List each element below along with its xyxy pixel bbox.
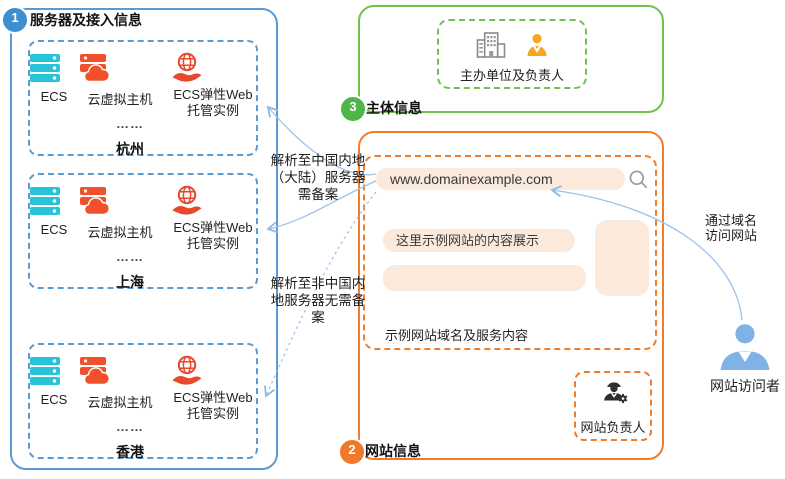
step-badge-3: 3: [339, 95, 367, 123]
ecs-server-icon: [30, 54, 78, 82]
content-empty-row: [383, 265, 586, 291]
item-label: 云虚拟主机: [87, 395, 153, 410]
step-badge-2: 2: [338, 438, 366, 466]
ellipsis-more: ……: [116, 419, 144, 434]
subject-box: 主办单位及负责人: [437, 19, 587, 89]
web-hosting-icon: [170, 52, 256, 84]
server-group-hongkong: ECS 云虚拟主机 ECS弹性Web托管实例 …… 香港: [28, 343, 258, 460]
note-resolve-overseas: 解析至非中国内地服务器无需备案: [270, 276, 366, 325]
step-badge-1: 1: [1, 6, 29, 34]
cloud-host-icon: [78, 357, 162, 385]
note-visit-by-domain: 通过域名访问网站: [704, 213, 757, 243]
browser-mockup: www.domainexample.com 这里示例网站的内容展示 示例网站域名…: [363, 155, 657, 350]
item-label: ECS弹性Web托管实例: [173, 390, 253, 421]
web-hosting-icon: [170, 355, 256, 387]
region-label: 上海: [116, 274, 144, 290]
region-label: 香港: [116, 444, 144, 460]
server-panel-title: 服务器及接入信息: [30, 12, 142, 28]
organizer-person-icon: [526, 33, 548, 57]
content-side-block: [595, 220, 649, 296]
search-icon: [629, 170, 648, 189]
browser-caption: 示例网站域名及服务内容: [385, 328, 529, 343]
item-label: ECS: [40, 89, 68, 104]
website-panel-title: 网站信息: [365, 443, 421, 459]
website-owner-icon: [600, 379, 630, 405]
item-label: 云虚拟主机: [87, 92, 153, 107]
item-label: ECS: [40, 222, 68, 237]
subject-box-label: 主办单位及负责人: [459, 68, 564, 83]
ecs-server-icon: [30, 187, 78, 215]
subject-panel-title: 主体信息: [366, 100, 422, 116]
cloud-host-icon: [78, 187, 162, 215]
item-label: ECS弹性Web托管实例: [173, 220, 253, 251]
owner-box: 网站负责人: [574, 371, 652, 441]
item-label: 云虚拟主机: [87, 225, 153, 240]
building-icon: [476, 32, 506, 58]
subject-icons: [439, 32, 585, 58]
cloud-host-icon: [78, 54, 162, 82]
item-label: ECS弹性Web托管实例: [173, 87, 253, 118]
visitor-label: 网站访问者: [710, 378, 780, 394]
note-resolve-mainland: 解析至中国内地（大陆）服务器需备案: [270, 153, 366, 202]
web-hosting-icon: [170, 185, 256, 217]
visitor-icon: [719, 324, 771, 370]
subject-panel: [358, 5, 664, 113]
ecs-server-icon: [30, 357, 78, 385]
address-bar: www.domainexample.com: [376, 168, 625, 190]
server-group-shanghai: ECS 云虚拟主机 ECS弹性Web托管实例 …… 上海: [28, 173, 258, 290]
server-group-hangzhou: ECS 云虚拟主机 ECS弹性Web托管实例 …… 杭州: [28, 40, 258, 157]
content-placeholder-row: 这里示例网站的内容展示: [383, 229, 575, 252]
region-label: 杭州: [116, 141, 144, 157]
item-label: ECS: [40, 392, 68, 407]
ellipsis-more: ……: [116, 116, 144, 131]
ellipsis-more: ……: [116, 249, 144, 264]
owner-label: 网站负责人: [580, 420, 646, 435]
